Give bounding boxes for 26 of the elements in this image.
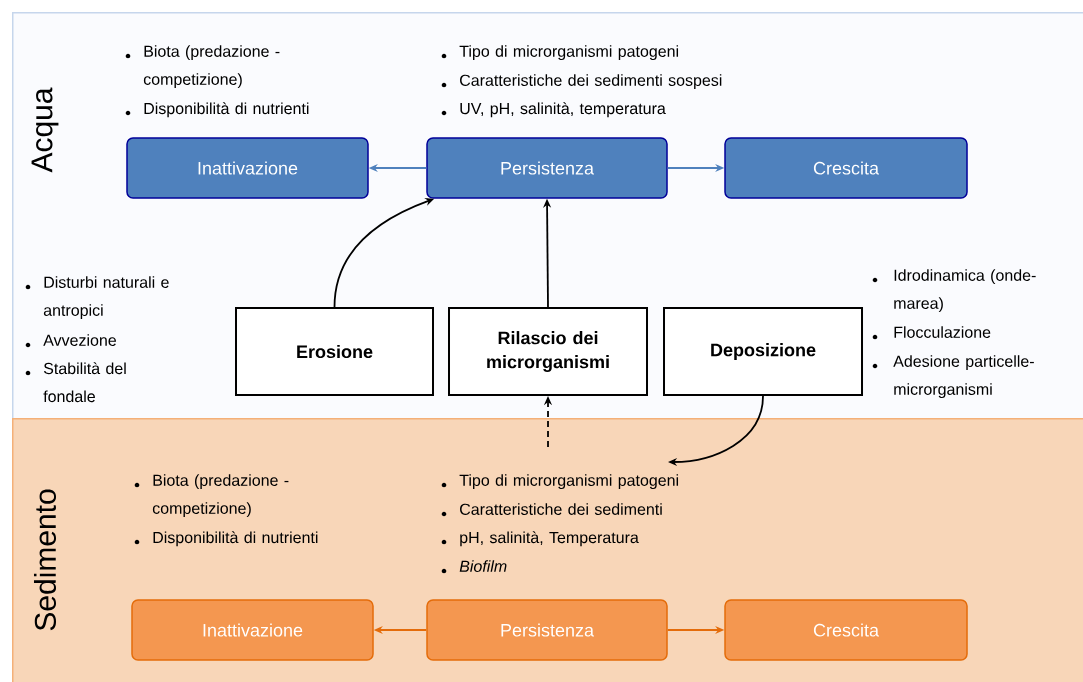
bullet-text: Biofilm xyxy=(459,560,507,572)
process-box: Crescita xyxy=(724,599,968,661)
bullet-text: Biota (predazione - competizione) xyxy=(143,45,280,89)
bullet-text: Idrodinamica (onde-marea) xyxy=(894,269,1036,313)
process-box: Crescita xyxy=(724,137,968,199)
bullet-text: UV, pH, salinità, temperatura xyxy=(460,102,666,118)
bullet-text: Disponibilità di nutrienti xyxy=(153,531,318,547)
bullet-text: Caratteristiche dei sedimenti sospesi xyxy=(460,74,722,90)
bullet-text: Tipo di microrganismi patogeni xyxy=(459,45,678,61)
bullet-text: Adesione particelle-microrganismi xyxy=(893,355,1034,399)
process-box: Erosione xyxy=(235,307,434,396)
bullet-text: Disturbi naturali e antropici xyxy=(43,276,169,320)
bullet-text: Caratteristiche dei sedimenti xyxy=(460,503,662,515)
process-box: Inattivazione xyxy=(131,599,374,661)
process-box: Inattivazione xyxy=(126,137,369,199)
process-box: Deposizione xyxy=(663,307,863,396)
bullet-text: Flocculazione xyxy=(894,326,991,338)
bullet-text: Avvezione xyxy=(43,334,116,346)
bullet-text: Biota (predazione - competizione) xyxy=(152,474,289,518)
bullet-text: Disponibilità di nutrienti xyxy=(144,102,309,118)
bullet-text: Stabilità del fondale xyxy=(43,362,126,403)
bullet-text: pH, salinità, Temperatura xyxy=(460,531,639,547)
process-box: Persistenza xyxy=(426,599,668,661)
process-box: Rilascio dei microrganismi xyxy=(448,307,648,396)
process-box: Persistenza xyxy=(426,137,668,199)
bullet-text: Tipo di microrganismi patogeni xyxy=(459,474,678,490)
